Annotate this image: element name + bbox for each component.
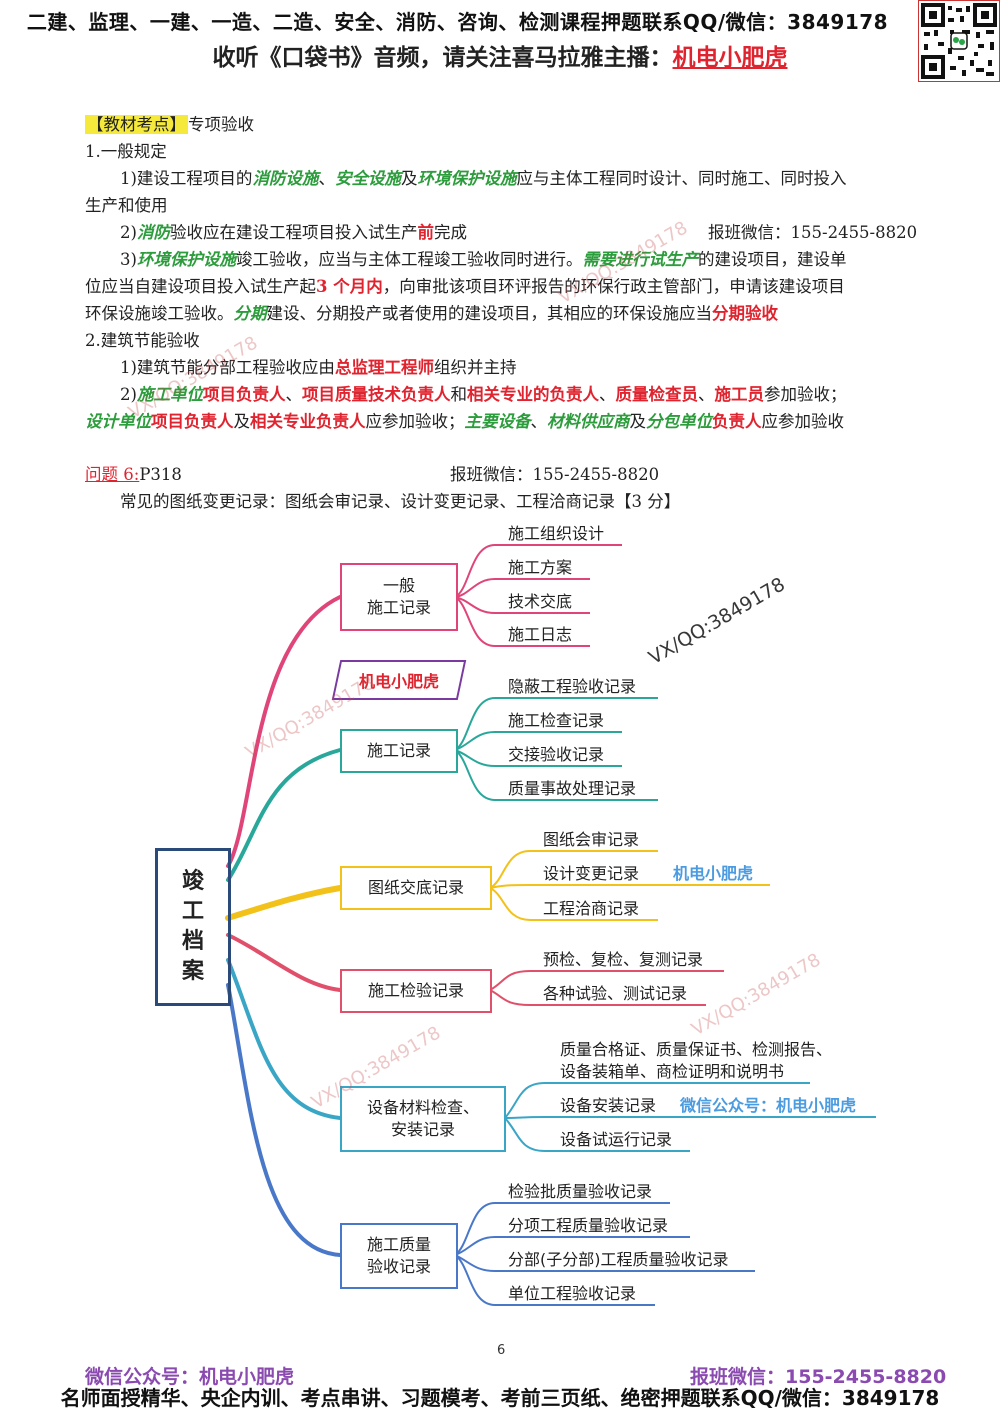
leaf: 各种试验、测试记录 xyxy=(543,984,688,1003)
section-heading: 【教材考点】专项验收 xyxy=(85,115,254,134)
branch-general-construction: 一般施工记录 xyxy=(340,563,458,631)
leaf: 技术交底 xyxy=(508,592,573,611)
leaf: 分部(子分部)工程质量验收记录 xyxy=(508,1250,729,1269)
branch-drawing-records: 图纸交底记录 xyxy=(340,866,492,910)
leaf: 隐蔽工程验收记录 xyxy=(508,677,637,696)
footer-wechat-contact: 报班微信：155-2455-8820 xyxy=(690,1366,947,1388)
leaf: 施工日志 xyxy=(508,625,573,644)
branch-construction-records: 施工记录 xyxy=(340,729,458,773)
page-number: 6 xyxy=(497,1343,506,1358)
leaf: 工程洽商记录 xyxy=(543,899,640,918)
leaf: 施工组织设计 xyxy=(508,524,605,543)
question-label: 问题 6: xyxy=(85,465,140,484)
leaf-wechat-note: 微信公众号：机电小肥虎 xyxy=(680,1096,857,1115)
leaf: 施工方案 xyxy=(508,558,573,577)
leaf: 交接验收记录 xyxy=(508,745,605,764)
leaf-brand-note: 机电小肥虎 xyxy=(673,864,754,883)
section-tag: 【教材考点】 xyxy=(85,115,188,134)
branch-quality-acceptance: 施工质量验收记录 xyxy=(340,1223,458,1289)
mindmap-root: 竣工档案 xyxy=(155,848,231,1006)
header-line-2: 收听《口袋书》音频，请关注喜马拉雅主播：机电小肥虎 xyxy=(212,45,788,71)
leaf: 施工检查记录 xyxy=(508,711,605,730)
paragraph-3-cont-1: 位应当自建设项目投入试生产起3 个月内，向审批该项目环评报告的环保行政主管部门，… xyxy=(85,277,845,296)
branch-equipment-records: 设备材料检查、安装记录 xyxy=(340,1086,506,1152)
leaf: 设备试运行记录 xyxy=(560,1130,673,1149)
leaf: 质量合格证、质量保证书、检测报告、 xyxy=(560,1040,833,1059)
mindmap-root-label: 竣工档案 xyxy=(181,869,204,984)
footer-wechat-account: 微信公众号：机电小肥虎 xyxy=(85,1366,295,1388)
subheading-general: 1.一般规定 xyxy=(85,142,167,161)
footer-bottom-line: 名师面授精华、央企内训、考点串讲、习题模考、考前三页纸、绝密押题联系QQ/微信：… xyxy=(60,1386,940,1410)
paragraph-4: 1)建筑节能分部工程验收应由总监理工程师组织并主持 xyxy=(120,358,517,377)
paragraph-1-cont: 生产和使用 xyxy=(85,196,168,215)
wechat-contact: 报班微信：155-2455-8820 xyxy=(708,223,918,242)
leaf: 预检、复检、复测记录 xyxy=(543,950,704,969)
question-text: 常见的图纸变更记录：图纸会审记录、设计变更记录、工程洽商记录【3 分】 xyxy=(120,492,681,511)
paragraph-5: 2)施工单位项目负责人、项目质量技术负责人和相关专业的负责人、质量检查员、施工员… xyxy=(120,385,847,404)
leaf: 检验批质量验收记录 xyxy=(508,1182,653,1201)
qr-code-icon xyxy=(918,0,1000,82)
subheading-energy: 2.建筑节能验收 xyxy=(85,331,200,350)
leaf: 设计变更记录 xyxy=(543,864,640,883)
leaf: 设备装箱单、商检证明和说明书 xyxy=(560,1062,785,1081)
leaf: 质量事故处理记录 xyxy=(508,779,637,798)
question-wechat: 报班微信：155-2455-8820 xyxy=(450,465,660,484)
paragraph-1: 1)建设工程项目的消防设施、安全设施及环境保护设施应与主体工程同时设计、同时施工… xyxy=(120,169,847,188)
branch-inspection-records: 施工检验记录 xyxy=(340,969,492,1013)
question-line: 问题 6:P318 xyxy=(85,465,182,484)
paragraph-2: 2)消防验收应在建设工程项目投入试生产前完成 xyxy=(120,223,467,242)
leaf: 分项工程质量验收记录 xyxy=(508,1216,669,1235)
header-line-1: 二建、监理、一建、一造、二造、安全、消防、咨询、检测课程押题联系QQ/微信：38… xyxy=(26,10,889,34)
leaf: 图纸会审记录 xyxy=(543,830,640,849)
brand-link[interactable]: 机电小肥虎 xyxy=(672,45,788,71)
leaf: 单位工程验收记录 xyxy=(508,1284,637,1303)
leaf: 设备安装记录 xyxy=(560,1096,657,1115)
paragraph-3: 3)环境保护设施竣工验收，应当与主体工程竣工验收同时进行。需要进行试生产的建设项… xyxy=(120,250,847,269)
paragraph-6: 设计单位项目负责人及相关专业负责人应参加验收；主要设备、材料供应商及分包单位负责… xyxy=(85,412,844,431)
paragraph-3-cont-2: 环保设施竣工验收。分期建设、分期投产或者使用的建设项目，其相应的环保设施应当分期… xyxy=(85,304,778,323)
